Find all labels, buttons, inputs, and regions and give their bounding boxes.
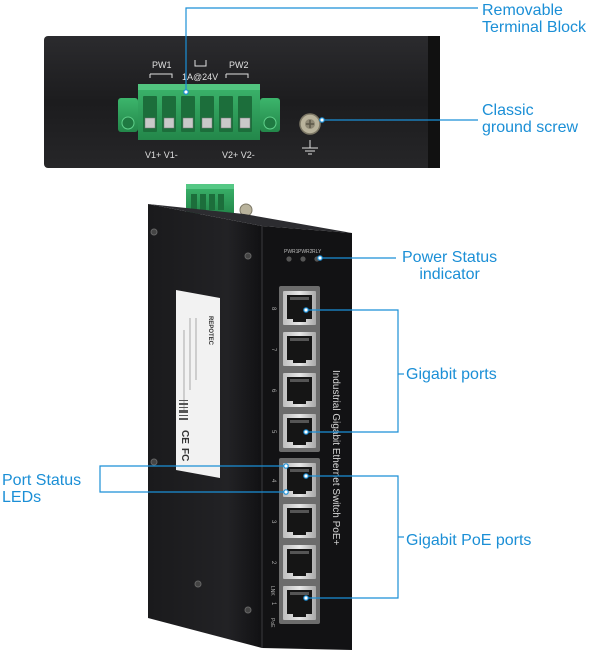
front-panel-model-text: Industrial Gigabit Ethernet Switch PoE+ — [330, 370, 341, 546]
rj45-port — [283, 373, 316, 407]
rj45-port — [283, 545, 316, 579]
callout-port-status-leds-line1: Port Status — [2, 472, 82, 489]
ground-screw — [299, 113, 321, 155]
callout-port-status-leds: Port Status LEDs — [2, 472, 81, 506]
rj45-port — [283, 332, 316, 366]
v2-label: V2+ V2- — [222, 150, 255, 160]
callout-gigabit-ports-line1: Gigabit ports — [406, 366, 497, 383]
callout-terminal-block-line2: Terminal Block — [482, 19, 587, 36]
poe-label: PoE — [269, 618, 275, 628]
callout-gigabit-ports: Gigabit ports — [406, 366, 497, 383]
port-number-label: 3 — [270, 520, 276, 524]
v1-label: V1+ V1- — [145, 150, 178, 160]
callout-ground-screw-line2: ground screw — [482, 119, 579, 136]
callout-power-status: Power Status indicator — [402, 249, 497, 283]
led-label-rly: RLY — [312, 249, 322, 255]
port-number-label: 4 — [270, 479, 276, 483]
product-label-sticker: REPOTEC CE FC — [176, 290, 220, 478]
callout-lines — [99, 7, 478, 601]
callout-power-status-line1: Power Status — [402, 249, 498, 266]
switch-top-view: PW1 PW2 1A@24V V1+ V1- V2+ V2- — [44, 36, 440, 168]
rj45-port — [283, 504, 316, 538]
port-number-label: 2 — [270, 561, 276, 565]
brand-text: REPOTEC — [207, 316, 213, 346]
lnk-label: LNK — [269, 586, 275, 596]
svg-text:FC: FC — [179, 448, 190, 461]
callout-power-status-line2: indicator — [419, 266, 480, 283]
ground-symbol-icon — [302, 140, 318, 155]
rj45-port — [283, 291, 316, 325]
rj45-port — [283, 463, 316, 497]
callout-ground-screw-line1: Classic — [482, 102, 534, 119]
callout-terminal-block-line1: Removable — [482, 2, 563, 19]
pw1-label: PW1 — [152, 60, 172, 70]
switch-front-view: REPOTEC CE FC PWR1 PWR2 RLY — [148, 184, 352, 650]
port-number-label: 5 — [270, 430, 276, 434]
led-label-pwr2: PWR2 — [298, 249, 313, 255]
gigabit-poe-ports-group — [279, 458, 320, 624]
port-number-label: 7 — [270, 348, 276, 352]
rj45-port — [283, 586, 316, 620]
rj45-port — [283, 414, 316, 448]
svg-text:CE: CE — [179, 430, 190, 444]
power-status-leds — [286, 256, 320, 262]
pw2-label: PW2 — [229, 60, 249, 70]
callout-poe-ports-line1: Gigabit PoE ports — [406, 532, 532, 549]
gigabit-ports-group — [279, 286, 320, 452]
callout-terminal-block: Removable Terminal Block — [482, 2, 586, 36]
rating-label: 1A@24V — [182, 72, 218, 82]
led-label-pwr1: PWR1 — [284, 249, 299, 255]
terminal-block — [118, 84, 280, 140]
port-number-label: 6 — [270, 389, 276, 393]
callout-port-status-leds-line2: LEDs — [2, 489, 42, 506]
port-number-label: 1 — [270, 602, 276, 606]
callout-poe-ports: Gigabit PoE ports — [406, 532, 531, 549]
port-number-label: 8 — [270, 307, 276, 311]
callout-ground-screw: Classic ground screw — [482, 102, 578, 136]
